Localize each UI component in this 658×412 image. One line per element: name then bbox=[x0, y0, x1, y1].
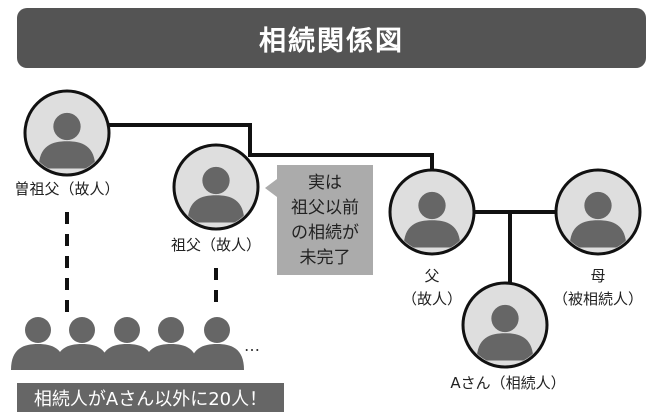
great-grandfather-label: 曽祖父（故人） bbox=[14, 180, 120, 198]
heirs-banner: 相続人がAさん以外に20人！ bbox=[17, 383, 284, 412]
heir-icon bbox=[190, 317, 244, 370]
a-san-label: Aさん（相続人） bbox=[450, 374, 566, 392]
callout-line: 未完了 bbox=[299, 248, 351, 268]
callout-note: 実は 祖父以前 の相続が 未完了 bbox=[265, 165, 373, 275]
heir-icon bbox=[144, 317, 198, 370]
connector-lines bbox=[108, 123, 556, 285]
mother-status: （被相続人） bbox=[552, 290, 644, 308]
father-avatar bbox=[390, 170, 474, 254]
diagram-title: 相続関係図 bbox=[17, 8, 646, 68]
father-status: （故人） bbox=[401, 290, 463, 308]
grandfather-label: 祖父（故人） bbox=[170, 236, 262, 254]
dashed-lines bbox=[65, 212, 218, 312]
grandfather-avatar bbox=[174, 145, 258, 229]
callout-line: 祖父以前 bbox=[291, 198, 359, 218]
ellipsis: … bbox=[244, 336, 260, 355]
callout-line: の相続が bbox=[291, 223, 359, 243]
mother-label: 母 bbox=[590, 267, 606, 285]
great-grandfather-avatar bbox=[25, 91, 109, 175]
other-heirs-icons bbox=[11, 317, 244, 370]
father-label: 父 bbox=[424, 267, 440, 285]
a-san-avatar bbox=[463, 283, 547, 367]
mother-avatar bbox=[556, 170, 640, 254]
callout-line: 実は bbox=[308, 173, 342, 193]
